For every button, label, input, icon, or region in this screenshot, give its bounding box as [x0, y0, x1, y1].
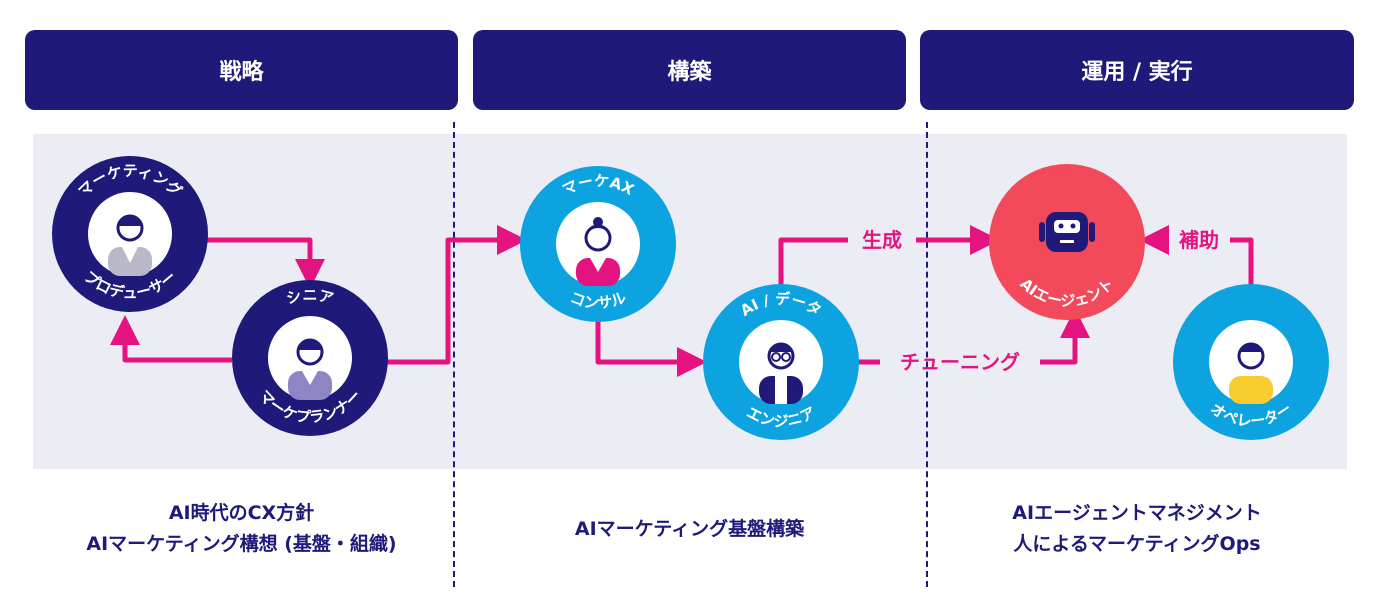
- caption-ops-line-1: AIエージェントマネジメント: [1012, 502, 1262, 524]
- column-divider-1: [453, 122, 455, 587]
- node-ai-agent: AIエージェント: [989, 164, 1145, 320]
- node-operator: オペレーター: [1173, 284, 1329, 440]
- edge-label-generate: 生成: [862, 228, 902, 252]
- edge-engineer-to-agent-generate: [778, 240, 990, 292]
- header-strategy-label: 戦略: [219, 60, 264, 85]
- person-icon: [108, 214, 152, 276]
- edge-producer-to-planner: [203, 237, 325, 289]
- header-ops-label: 運用 / 実行: [1081, 60, 1193, 85]
- caption-ops: AIエージェントマネジメント 人によるマーケティングOps: [920, 498, 1354, 560]
- edge-planner-to-producer: [110, 315, 232, 363]
- caption-ops-line-2: 人によるマーケティングOps: [1013, 533, 1261, 555]
- edge-label-tuning: チューニング: [900, 350, 1020, 374]
- person-icon: [576, 217, 620, 286]
- caption-strategy: AI時代のCX方針 AIマーケティング構想 (基盤・組織): [25, 498, 458, 560]
- edge-planner-to-consul: [386, 225, 527, 365]
- caption-strategy-line-2: AIマーケティング構想 (基盤・組織): [86, 533, 397, 555]
- header-strategy: 戦略: [25, 30, 458, 110]
- diagram-panel: [33, 134, 1347, 469]
- edge-engineer-to-agent-tuning: [855, 318, 1075, 365]
- header-build: 構築: [473, 30, 906, 110]
- planner-top-label: シニア: [284, 286, 335, 308]
- person-icon: [288, 338, 332, 400]
- robot-icon: [1039, 212, 1095, 252]
- edge-operator-to-agent-assist: [1149, 240, 1254, 285]
- node-data-engineer: AI / データ エンジニア: [703, 284, 859, 440]
- header-ops: 運用 / 実行: [920, 30, 1354, 110]
- caption-build: AIマーケティング基盤構築: [473, 514, 906, 545]
- node-marketing-producer: マーケティング プロデューサー: [52, 156, 208, 312]
- svg-text:シニア: シニア: [284, 286, 335, 308]
- header-build-label: 構築: [667, 60, 712, 85]
- node-senior-planner: シニア マーケプランナー: [232, 280, 388, 436]
- caption-strategy-line-1: AI時代のCX方針: [168, 502, 315, 524]
- column-divider-2: [926, 122, 928, 587]
- caption-build-line-1: AIマーケティング基盤構築: [574, 518, 805, 540]
- edge-consul-to-engineer: [595, 316, 707, 377]
- person-icon: [759, 342, 803, 404]
- node-ax-consul: マーケAX コンサル: [520, 166, 676, 322]
- person-icon: [1229, 342, 1273, 404]
- edge-label-assist: 補助: [1178, 228, 1219, 252]
